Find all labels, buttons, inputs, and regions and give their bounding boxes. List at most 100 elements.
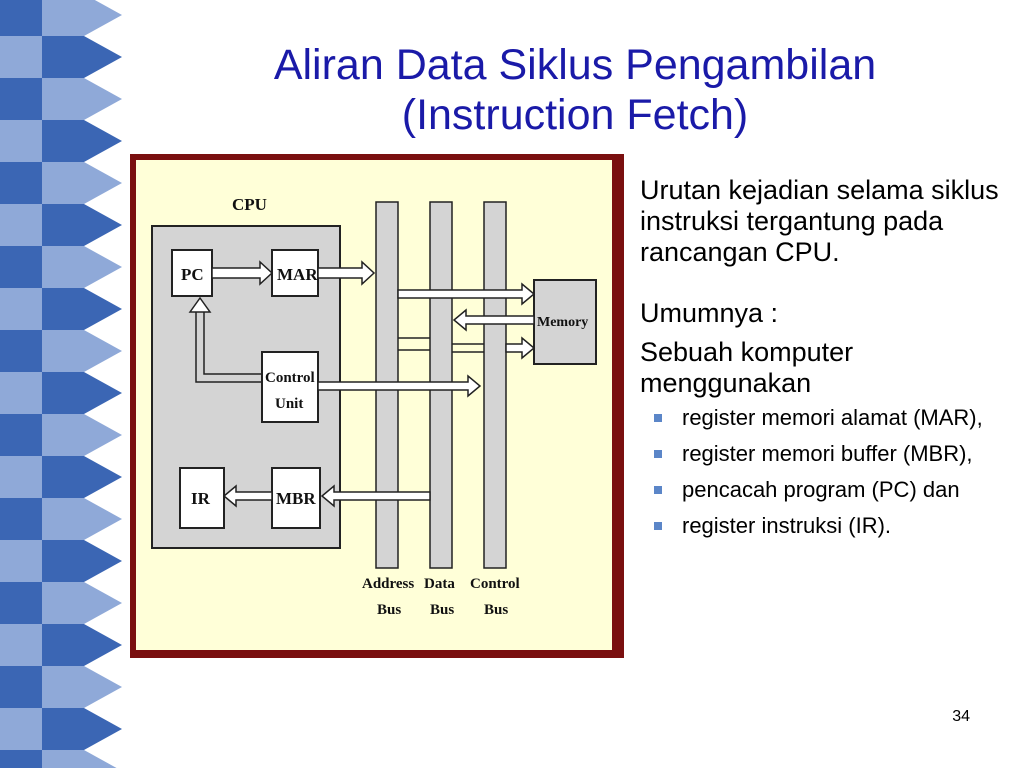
checker-triangle xyxy=(84,246,122,288)
control-unit-label-line1: Control xyxy=(265,370,315,386)
checker-cell xyxy=(42,372,84,414)
list-item: register instruksi (IR). xyxy=(640,513,1010,538)
address-bus-label-line2: Bus xyxy=(377,602,401,618)
data-bus-to-mbr-arrow xyxy=(320,484,431,508)
checker-cell xyxy=(0,624,42,666)
checker-cell xyxy=(42,708,84,750)
decorative-checker-strip xyxy=(0,0,122,768)
checker-cell xyxy=(0,120,42,162)
ir-label: IR xyxy=(191,489,211,508)
checker-triangle xyxy=(84,750,117,768)
checker-cell xyxy=(0,78,42,120)
pc-register xyxy=(171,249,213,297)
checker-triangle xyxy=(84,414,122,456)
control-unit-label-line2: Unit xyxy=(275,396,303,412)
checker-cell xyxy=(42,120,84,162)
checker-cell xyxy=(42,750,84,768)
checker-triangle xyxy=(84,666,122,708)
checker-cell xyxy=(0,498,42,540)
checker-cell xyxy=(42,456,84,498)
slide-text: Urutan kejadian selama siklus instruksi … xyxy=(640,175,1010,549)
memory-box xyxy=(533,279,597,365)
checker-triangle xyxy=(84,0,122,36)
list-item-text: pencacah program (PC) dan xyxy=(682,477,960,502)
checker-triangle xyxy=(84,372,122,414)
square-bullet-icon xyxy=(654,522,662,530)
checker-cell xyxy=(0,330,42,372)
checker-cell xyxy=(42,162,84,204)
checker-cell xyxy=(42,540,84,582)
square-bullet-icon xyxy=(654,486,662,494)
checker-cell xyxy=(0,708,42,750)
mbr-label: MBR xyxy=(276,489,316,508)
paragraph-sequence: Urutan kejadian selama siklus instruksi … xyxy=(640,175,999,267)
checker-triangle xyxy=(84,120,122,162)
checker-triangle xyxy=(84,204,122,246)
checker-cell xyxy=(0,414,42,456)
checker-triangle xyxy=(84,582,122,624)
control-unit-to-control-bus-arrow xyxy=(317,374,482,398)
checker-cell xyxy=(42,36,84,78)
ir-register xyxy=(179,467,225,529)
memory-label: Memory xyxy=(537,315,588,330)
checker-triangle xyxy=(84,456,122,498)
checker-cell xyxy=(42,246,84,288)
cpu-label: CPU xyxy=(232,195,267,214)
list-item-text: register memori buffer (MBR), xyxy=(682,441,973,466)
control-bus-label-line2: Bus xyxy=(484,602,508,618)
checker-cell xyxy=(0,246,42,288)
list-item: register memori buffer (MBR), xyxy=(640,441,1010,466)
checker-cell xyxy=(0,288,42,330)
checker-cell xyxy=(0,372,42,414)
checker-cell xyxy=(42,624,84,666)
mar-label: MAR xyxy=(277,265,318,284)
checker-triangle xyxy=(84,288,122,330)
list-item: pencacah program (PC) dan xyxy=(640,477,1010,502)
control-unit-to-pc-arrow xyxy=(188,296,262,383)
slide-title-line1: Aliran Data Siklus Pengambilan xyxy=(273,41,877,89)
checker-triangle xyxy=(84,330,122,372)
cpu-fetch-diagram: CPU PC MAR Control Unit IR MBR Memory xyxy=(151,195,597,618)
checker-cell xyxy=(42,498,84,540)
slide-title: Aliran Data Siklus Pengambilan (Instruct… xyxy=(150,40,1000,140)
slide-title-line2: (Instruction Fetch) xyxy=(401,91,749,139)
checker-cell xyxy=(42,330,84,372)
checker-triangle xyxy=(84,708,122,750)
address-bus-label-line1: Address xyxy=(362,576,414,592)
pc-label: PC xyxy=(181,265,204,284)
checker-cell xyxy=(0,582,42,624)
diagram-panel: CPU PC MAR Control Unit IR MBR Memory xyxy=(136,160,612,650)
paragraph-generally: Umumnya : xyxy=(640,298,779,328)
checker-cell xyxy=(42,204,84,246)
paragraph-computer-uses: Sebuah komputer menggunakan xyxy=(640,337,854,398)
checker-cell xyxy=(0,750,42,768)
data-bus-label-line2: Bus xyxy=(430,602,454,618)
data-bus-label-line1: Data xyxy=(424,576,455,592)
checker-triangle xyxy=(84,624,122,666)
mar-to-address-bus-arrow xyxy=(317,260,376,286)
checker-cell xyxy=(0,456,42,498)
checker-triangle xyxy=(84,498,122,540)
mbr-register xyxy=(271,467,321,529)
control-bus-to-memory-arrow xyxy=(505,336,536,360)
checker-cell xyxy=(0,162,42,204)
list-item: register memori alamat (MAR), xyxy=(640,405,1010,430)
checker-cell xyxy=(42,582,84,624)
mbr-to-ir-arrow xyxy=(222,484,273,508)
checker-cell xyxy=(42,414,84,456)
checker-triangle xyxy=(84,162,122,204)
checker-cell xyxy=(42,78,84,120)
address-bus-to-memory-arrow xyxy=(397,282,536,306)
checker-cell xyxy=(0,0,42,36)
list-item-text: register instruksi (IR). xyxy=(682,513,892,538)
checker-cell xyxy=(42,0,84,36)
checker-cell xyxy=(0,666,42,708)
bus-connector-lines xyxy=(398,337,484,353)
control-bus-label-line1: Control xyxy=(470,576,520,592)
checker-cell xyxy=(0,204,42,246)
checker-cell xyxy=(42,288,84,330)
checker-cell xyxy=(0,540,42,582)
square-bullet-icon xyxy=(654,450,662,458)
checker-triangle xyxy=(84,540,122,582)
checker-cell xyxy=(42,666,84,708)
